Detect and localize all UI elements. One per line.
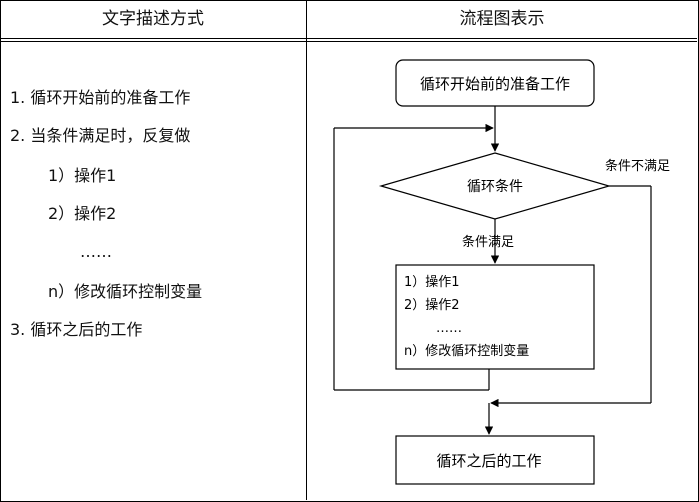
- false-label: 条件不满足: [605, 158, 670, 174]
- op-1-text: 1）操作1: [48, 166, 117, 185]
- start-box-text: 循环开始前的准备工作: [420, 75, 570, 93]
- step-1-text: 1. 循环开始前的准备工作: [10, 88, 191, 107]
- column-divider: [306, 0, 307, 500]
- ellipsis-text: ……: [80, 242, 112, 261]
- loop-body-box: [395, 264, 595, 370]
- step-2-text: 2. 当条件满足时，反复做: [10, 126, 191, 145]
- op-2-text: 2）操作2: [48, 204, 117, 223]
- condition-text: 循环条件: [467, 178, 523, 195]
- body-line-4: n）修改循环控制变量: [404, 343, 529, 359]
- end-box: [395, 435, 595, 485]
- body-line-1: 1）操作1: [404, 274, 460, 290]
- true-label: 条件满足: [462, 234, 514, 250]
- step-3-text: 3. 循环之后的工作: [10, 320, 143, 339]
- op-n-text: n）修改循环控制变量: [48, 282, 203, 301]
- end-box-text: 循环之后的工作: [436, 452, 541, 470]
- header-flowchart: 流程图表示: [307, 0, 697, 39]
- body-line-2: 2）操作2: [404, 297, 460, 313]
- body-line-3: ……: [436, 321, 462, 336]
- header-double-line: [0, 41, 697, 42]
